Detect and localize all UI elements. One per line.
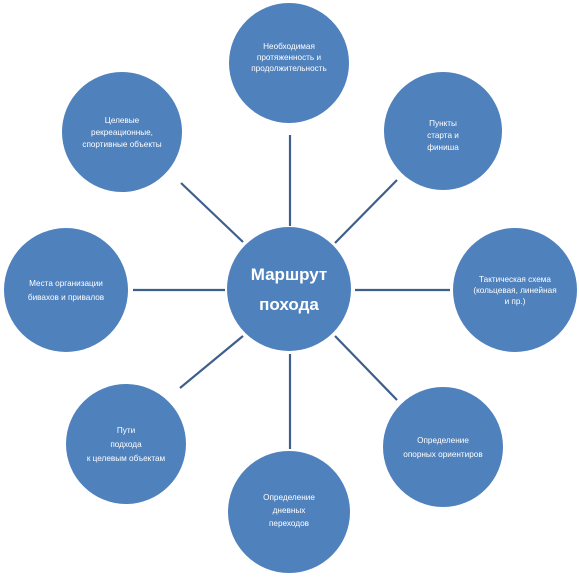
node-circle-bottom xyxy=(228,451,350,573)
node-label-top-left-line-3: спортивные объекты xyxy=(82,140,161,149)
connector-bottom-left xyxy=(179,335,244,389)
node-label-top-right-line-1: Пункты xyxy=(429,119,457,128)
nodes: Необходимая протяженность и продолжительно… xyxy=(4,3,577,573)
node-circle-bottom-right xyxy=(383,387,503,507)
node-top-left: Целевые рекреационные, спортивные объекты xyxy=(62,72,182,192)
center-title-line-1: Маршрут xyxy=(251,265,328,284)
node-top-right: Пункты старта и финиша xyxy=(384,72,502,190)
connectors xyxy=(133,135,450,449)
node-bottom-right: Определение опорных ориентиров xyxy=(383,387,503,507)
node-circle-bottom-left xyxy=(66,384,186,504)
node-label-bottom-right-line-2: опорных ориентиров xyxy=(403,450,482,459)
node-label-bottom-left-line-3: к целевым объектам xyxy=(87,454,166,463)
node-label-top-line-2: протяженность и xyxy=(257,53,321,62)
node-label-right-line-1: Тактическая схема xyxy=(479,275,551,284)
node-label-bottom-left-line-1: Пути xyxy=(117,426,135,435)
node-label-right-line-2: (кольцевая, линейная xyxy=(473,286,556,295)
connector-top-right xyxy=(334,179,398,244)
node-label-top-line-1: Необходимая xyxy=(263,42,315,51)
node-label-bottom-line-1: Определение xyxy=(263,493,315,502)
node-label-bottom-left-line-2: подхода xyxy=(110,440,142,449)
node-bottom-left: Пути подхода к целевым объектам xyxy=(66,384,186,504)
node-right: Тактическая схема (кольцевая, линейная и п… xyxy=(453,228,577,352)
node-label-top-left-line-1: Целевые xyxy=(105,116,140,125)
node-circle-top xyxy=(229,3,349,123)
node-label-top-right-line-2: старта и xyxy=(427,131,459,140)
node-label-bottom-right-line-1: Определение xyxy=(417,436,469,445)
node-label-top-line-3: продолжительность xyxy=(251,64,327,73)
node-label-top-right-line-3: финиша xyxy=(427,143,459,152)
node-label-right-line-3: и пр.) xyxy=(505,297,526,306)
node-bottom: Определение дневных переходов xyxy=(228,451,350,573)
node-label-bottom-line-2: дневных xyxy=(273,506,306,515)
node-circle-left xyxy=(4,228,128,352)
connector-bottom-right xyxy=(334,335,398,401)
node-label-top-left-line-2: рекреационные, xyxy=(91,128,153,137)
node-label-bottom-line-3: переходов xyxy=(269,519,309,528)
node-circle-top-right xyxy=(384,72,502,190)
node-left: Места организации бивахов и привалов xyxy=(4,228,128,352)
center-node: Маршрут похода xyxy=(227,227,351,351)
node-top: Необходимая протяженность и продолжительно… xyxy=(229,3,349,123)
node-circle-top-left xyxy=(62,72,182,192)
center-title-line-2: похода xyxy=(259,295,319,314)
center-circle xyxy=(227,227,351,351)
node-label-left-line-2: бивахов и привалов xyxy=(28,293,104,302)
connector-top-left xyxy=(180,182,244,243)
node-label-left-line-1: Места организации xyxy=(29,279,103,288)
node-circle-right xyxy=(453,228,577,352)
